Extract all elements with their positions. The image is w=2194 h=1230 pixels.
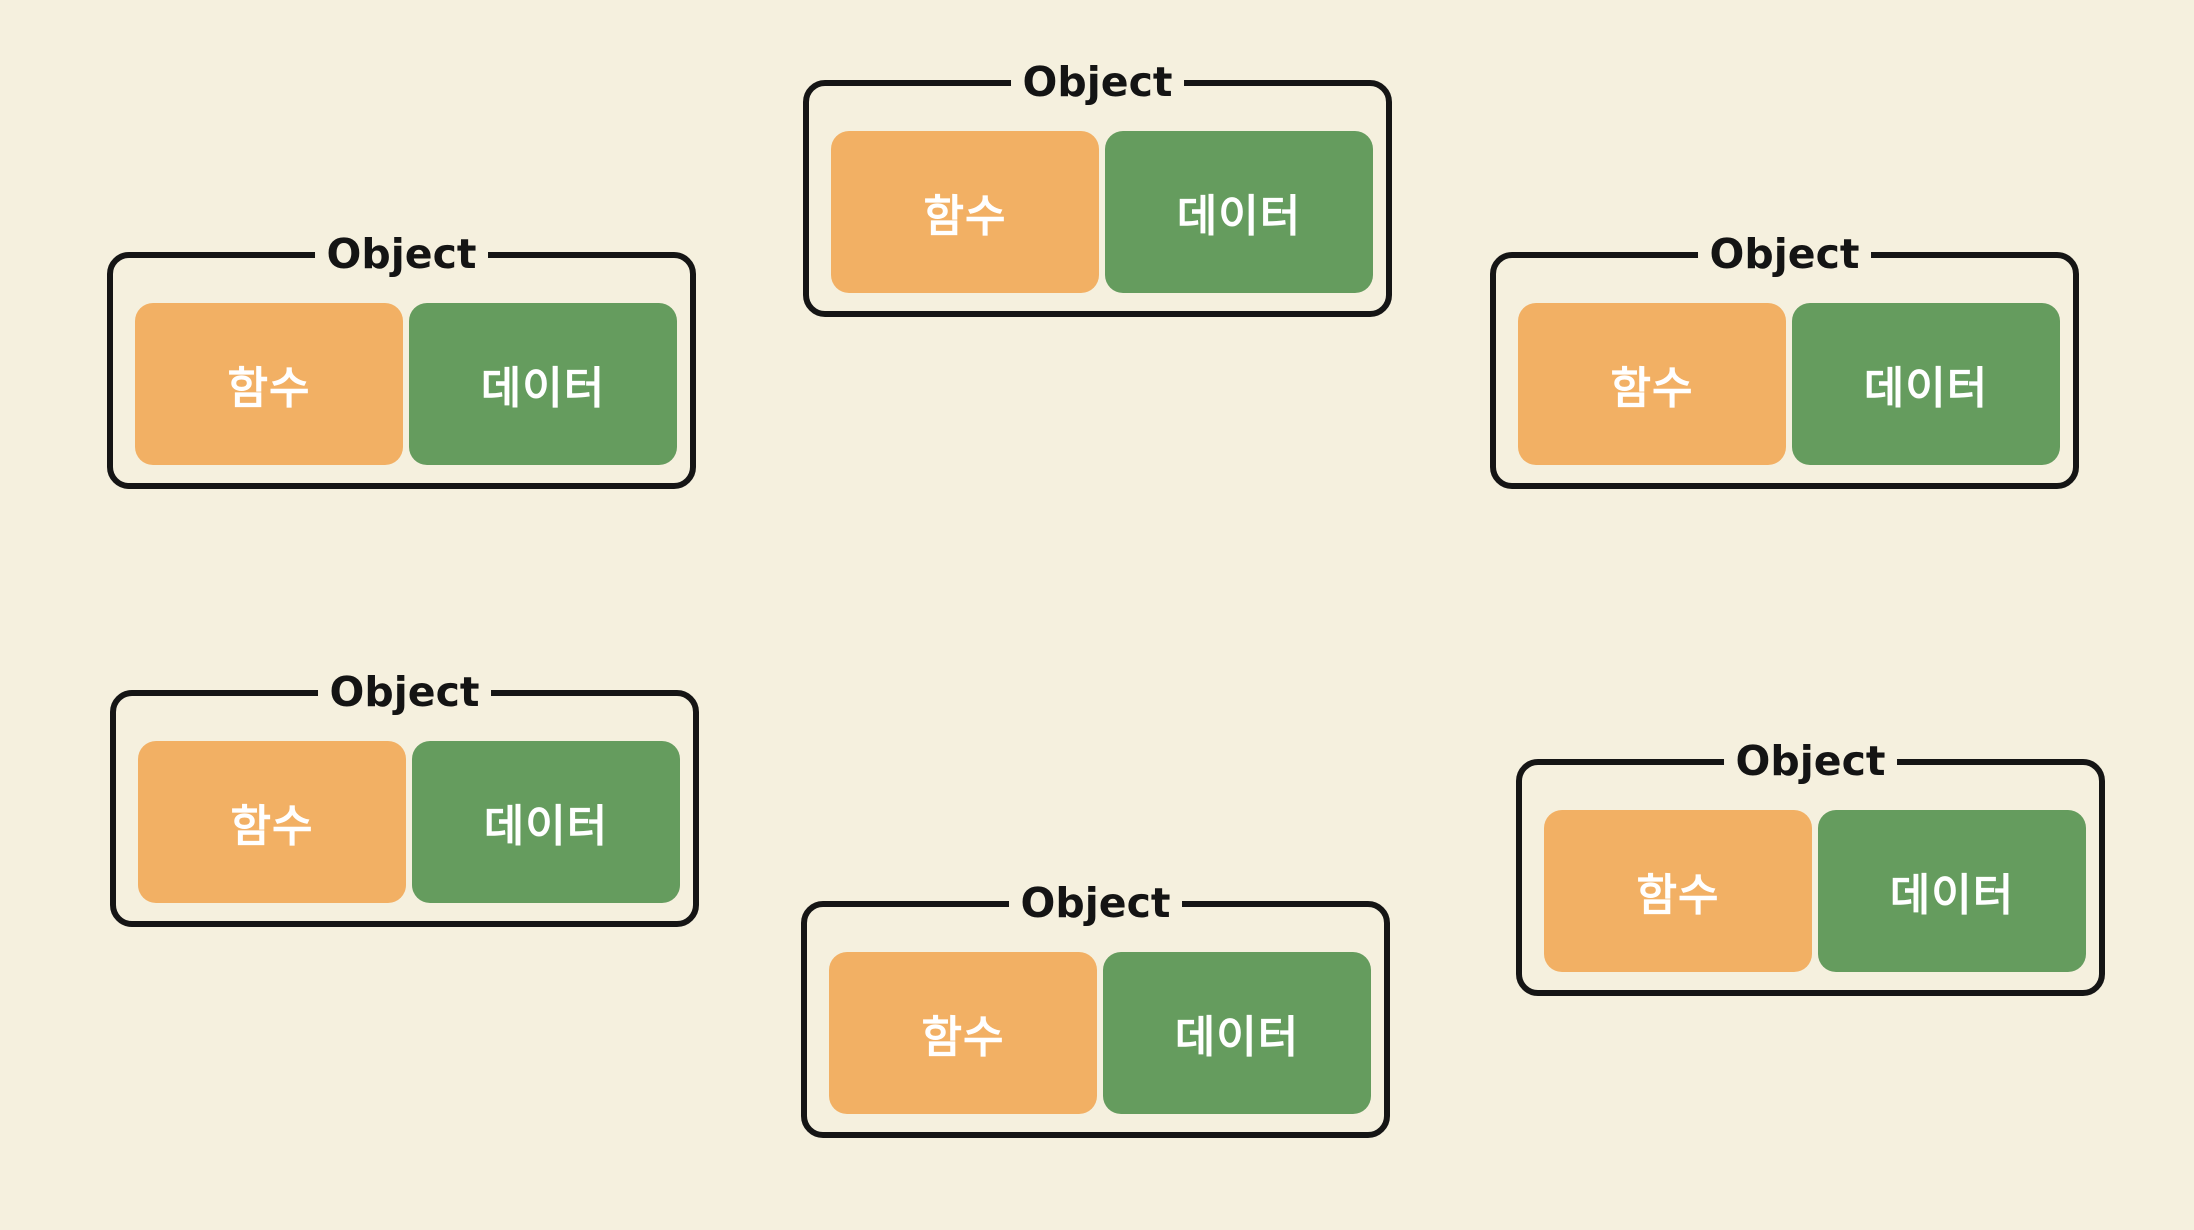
object-title: Object xyxy=(1008,877,1183,929)
object-box: Object 함수 데이터 xyxy=(1490,228,2079,489)
function-cell: 함수 xyxy=(831,131,1099,293)
function-cell: 함수 xyxy=(135,303,403,465)
data-cell: 데이터 xyxy=(412,741,680,903)
data-cell: 데이터 xyxy=(409,303,677,465)
function-cell: 함수 xyxy=(138,741,406,903)
object-title: Object xyxy=(314,228,489,280)
object-box: Object 함수 데이터 xyxy=(803,56,1392,317)
data-cell: 데이터 xyxy=(1792,303,2060,465)
object-title: Object xyxy=(317,666,492,718)
function-cell: 함수 xyxy=(1518,303,1786,465)
function-cell: 함수 xyxy=(1544,810,1812,972)
object-box: Object 함수 데이터 xyxy=(110,666,699,927)
object-box: Object 함수 데이터 xyxy=(107,228,696,489)
data-cell: 데이터 xyxy=(1818,810,2086,972)
data-cell: 데이터 xyxy=(1105,131,1373,293)
object-box: Object 함수 데이터 xyxy=(1516,735,2105,996)
object-title: Object xyxy=(1010,56,1185,108)
object-box: Object 함수 데이터 xyxy=(801,877,1390,1138)
function-cell: 함수 xyxy=(829,952,1097,1114)
object-title: Object xyxy=(1723,735,1898,787)
object-title: Object xyxy=(1697,228,1872,280)
data-cell: 데이터 xyxy=(1103,952,1371,1114)
